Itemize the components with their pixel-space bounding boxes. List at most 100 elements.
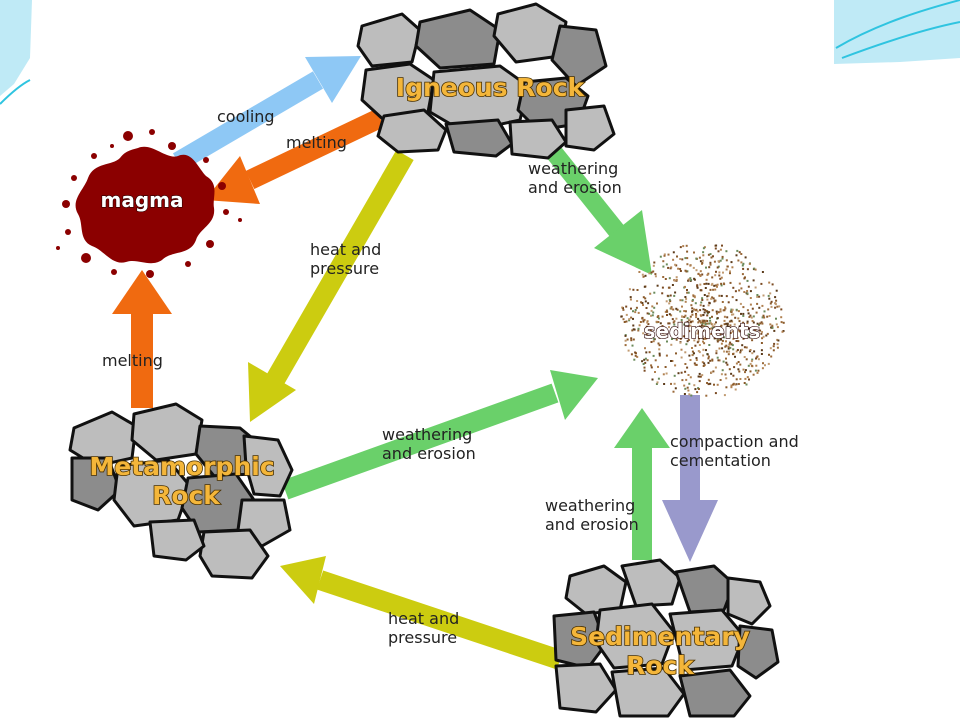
sediment-particle [711,315,713,318]
sediment-particle [689,376,692,379]
sediment-particle [673,320,676,323]
sediment-particle [666,294,669,297]
sediment-particle [748,335,750,338]
sediment-particle [662,265,665,268]
sediment-particle [761,304,764,307]
sediment-particle [721,257,724,260]
corner-decoration-right [834,0,960,64]
sediment-particle [675,338,678,341]
sediment-particle [773,342,776,345]
sediment-particle [760,282,763,285]
sediment-particle [758,323,760,326]
sediment-particle [775,317,777,320]
sediment-particle [710,323,713,326]
sediment-particle [708,328,711,331]
sediment-particle [630,316,633,319]
sediment-particle [715,349,718,352]
sediment-particle [768,297,771,300]
weathering-metamorphic-line2: and erosion [382,444,476,463]
sediment-particle [745,346,748,349]
sediment-particle [691,299,694,301]
sediment-particle [716,317,719,320]
sediment-particle [746,279,749,282]
sediment-particle [641,360,644,363]
sediment-particle [716,266,719,269]
sediment-particle [699,375,702,378]
sediment-particle [714,247,717,250]
sediment-particle [758,295,761,298]
sediment-particle [699,260,702,263]
sediment-particle [697,388,700,390]
sediment-particle [707,383,710,386]
sediment-particle [770,326,773,329]
sediment-particle [691,354,694,357]
weathering-igneous-line2: and erosion [528,178,622,197]
sediment-particle [736,349,739,351]
sediment-particle [644,300,647,303]
metamorphic-rock-node: Metamorphic Rock [68,402,294,580]
sediment-particle [732,286,735,289]
sediment-particle [681,258,684,261]
sediment-particle [642,275,645,278]
sediment-particle [623,321,626,323]
sediment-particle [668,298,671,301]
magma-node: magma [56,129,242,278]
sediment-particle [715,244,718,247]
sediment-particle [697,337,700,340]
sediment-particle [653,261,656,264]
sediment-particle [722,360,725,363]
sediment-particle [762,362,764,365]
sediment-particle [622,318,625,321]
heat-pressure-bottom-line2: pressure [388,628,457,647]
metamorphic-rock-pile-icon [68,402,294,580]
sediment-particle [712,255,714,258]
corner-decoration-left [0,0,32,105]
sediment-particle [742,312,745,315]
sediment-particle [749,297,752,299]
sediment-particle [735,378,738,381]
sediment-particle [649,292,652,295]
sediment-particle [763,316,766,319]
sediment-particle [710,332,713,335]
sediment-particle [742,306,745,309]
compaction-label-line1: compaction and [670,432,799,451]
sediment-particle [643,358,646,361]
sediment-particle [674,263,677,266]
sediment-particle [642,332,645,335]
sediment-particle [637,311,640,314]
sediment-particle [675,317,678,320]
sediment-particle [644,297,647,300]
sediment-particle [723,309,726,312]
sediment-particle [694,344,697,347]
sediment-particle [720,328,723,331]
sediment-particle [756,322,759,325]
sediment-particle [690,394,693,397]
sediment-particle [748,327,751,330]
sediment-particle [644,361,647,364]
sediment-particle [698,274,701,276]
sediment-particle [735,254,738,257]
sediment-particle [695,357,698,360]
sediment-particle [659,322,662,325]
sediment-particle [714,392,717,395]
sediment-particle [743,346,746,349]
sediment-particle [709,321,712,324]
sediment-particle [634,309,637,311]
sediment-particle [688,393,691,396]
sediment-particle [735,340,738,342]
sediment-particle [781,330,784,333]
sediment-particle [746,328,749,331]
sediment-particle [719,379,722,381]
sediment-particle [746,290,749,292]
sediment-particle [625,305,628,308]
sediment-particle [767,308,770,311]
sediment-particle [739,363,742,366]
sediment-particle [684,370,687,373]
sediment-particle [629,298,632,301]
sediment-particle [716,340,719,343]
sediment-particle [687,389,690,392]
sediment-particle [732,337,735,340]
sediment-particle [725,250,728,253]
sediment-particle [744,369,747,372]
sediment-particle [661,325,664,327]
